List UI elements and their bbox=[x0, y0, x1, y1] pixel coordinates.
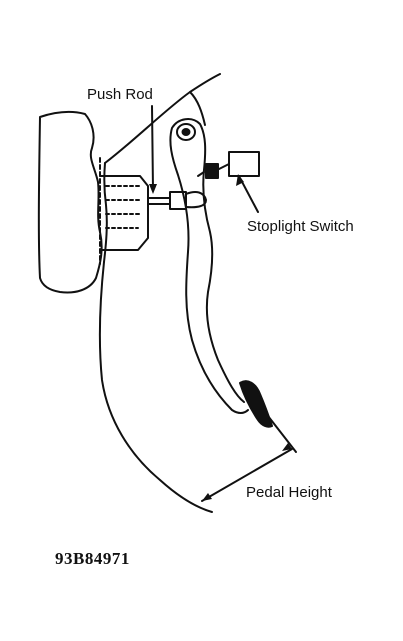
firewall-panel bbox=[39, 112, 102, 293]
brake-booster bbox=[100, 158, 148, 264]
pedal-pad bbox=[240, 381, 272, 427]
stoplight-switch-leader bbox=[240, 178, 258, 212]
support-arm bbox=[100, 262, 212, 512]
stoplight-switch bbox=[198, 152, 259, 178]
push-rod-leader bbox=[152, 106, 153, 190]
push-rod bbox=[148, 192, 206, 209]
pedal-height-label: Pedal Height bbox=[246, 484, 332, 501]
brake-pedal-arm bbox=[170, 119, 248, 413]
stoplight-switch-label: Stoplight Switch bbox=[247, 218, 354, 235]
figure-id: 93B84971 bbox=[55, 549, 130, 568]
pedal-bracket bbox=[105, 74, 220, 163]
pedal-height-dimension bbox=[202, 449, 292, 501]
pedal-pivot bbox=[177, 124, 195, 140]
push-rod-label: Push Rod bbox=[87, 86, 153, 103]
